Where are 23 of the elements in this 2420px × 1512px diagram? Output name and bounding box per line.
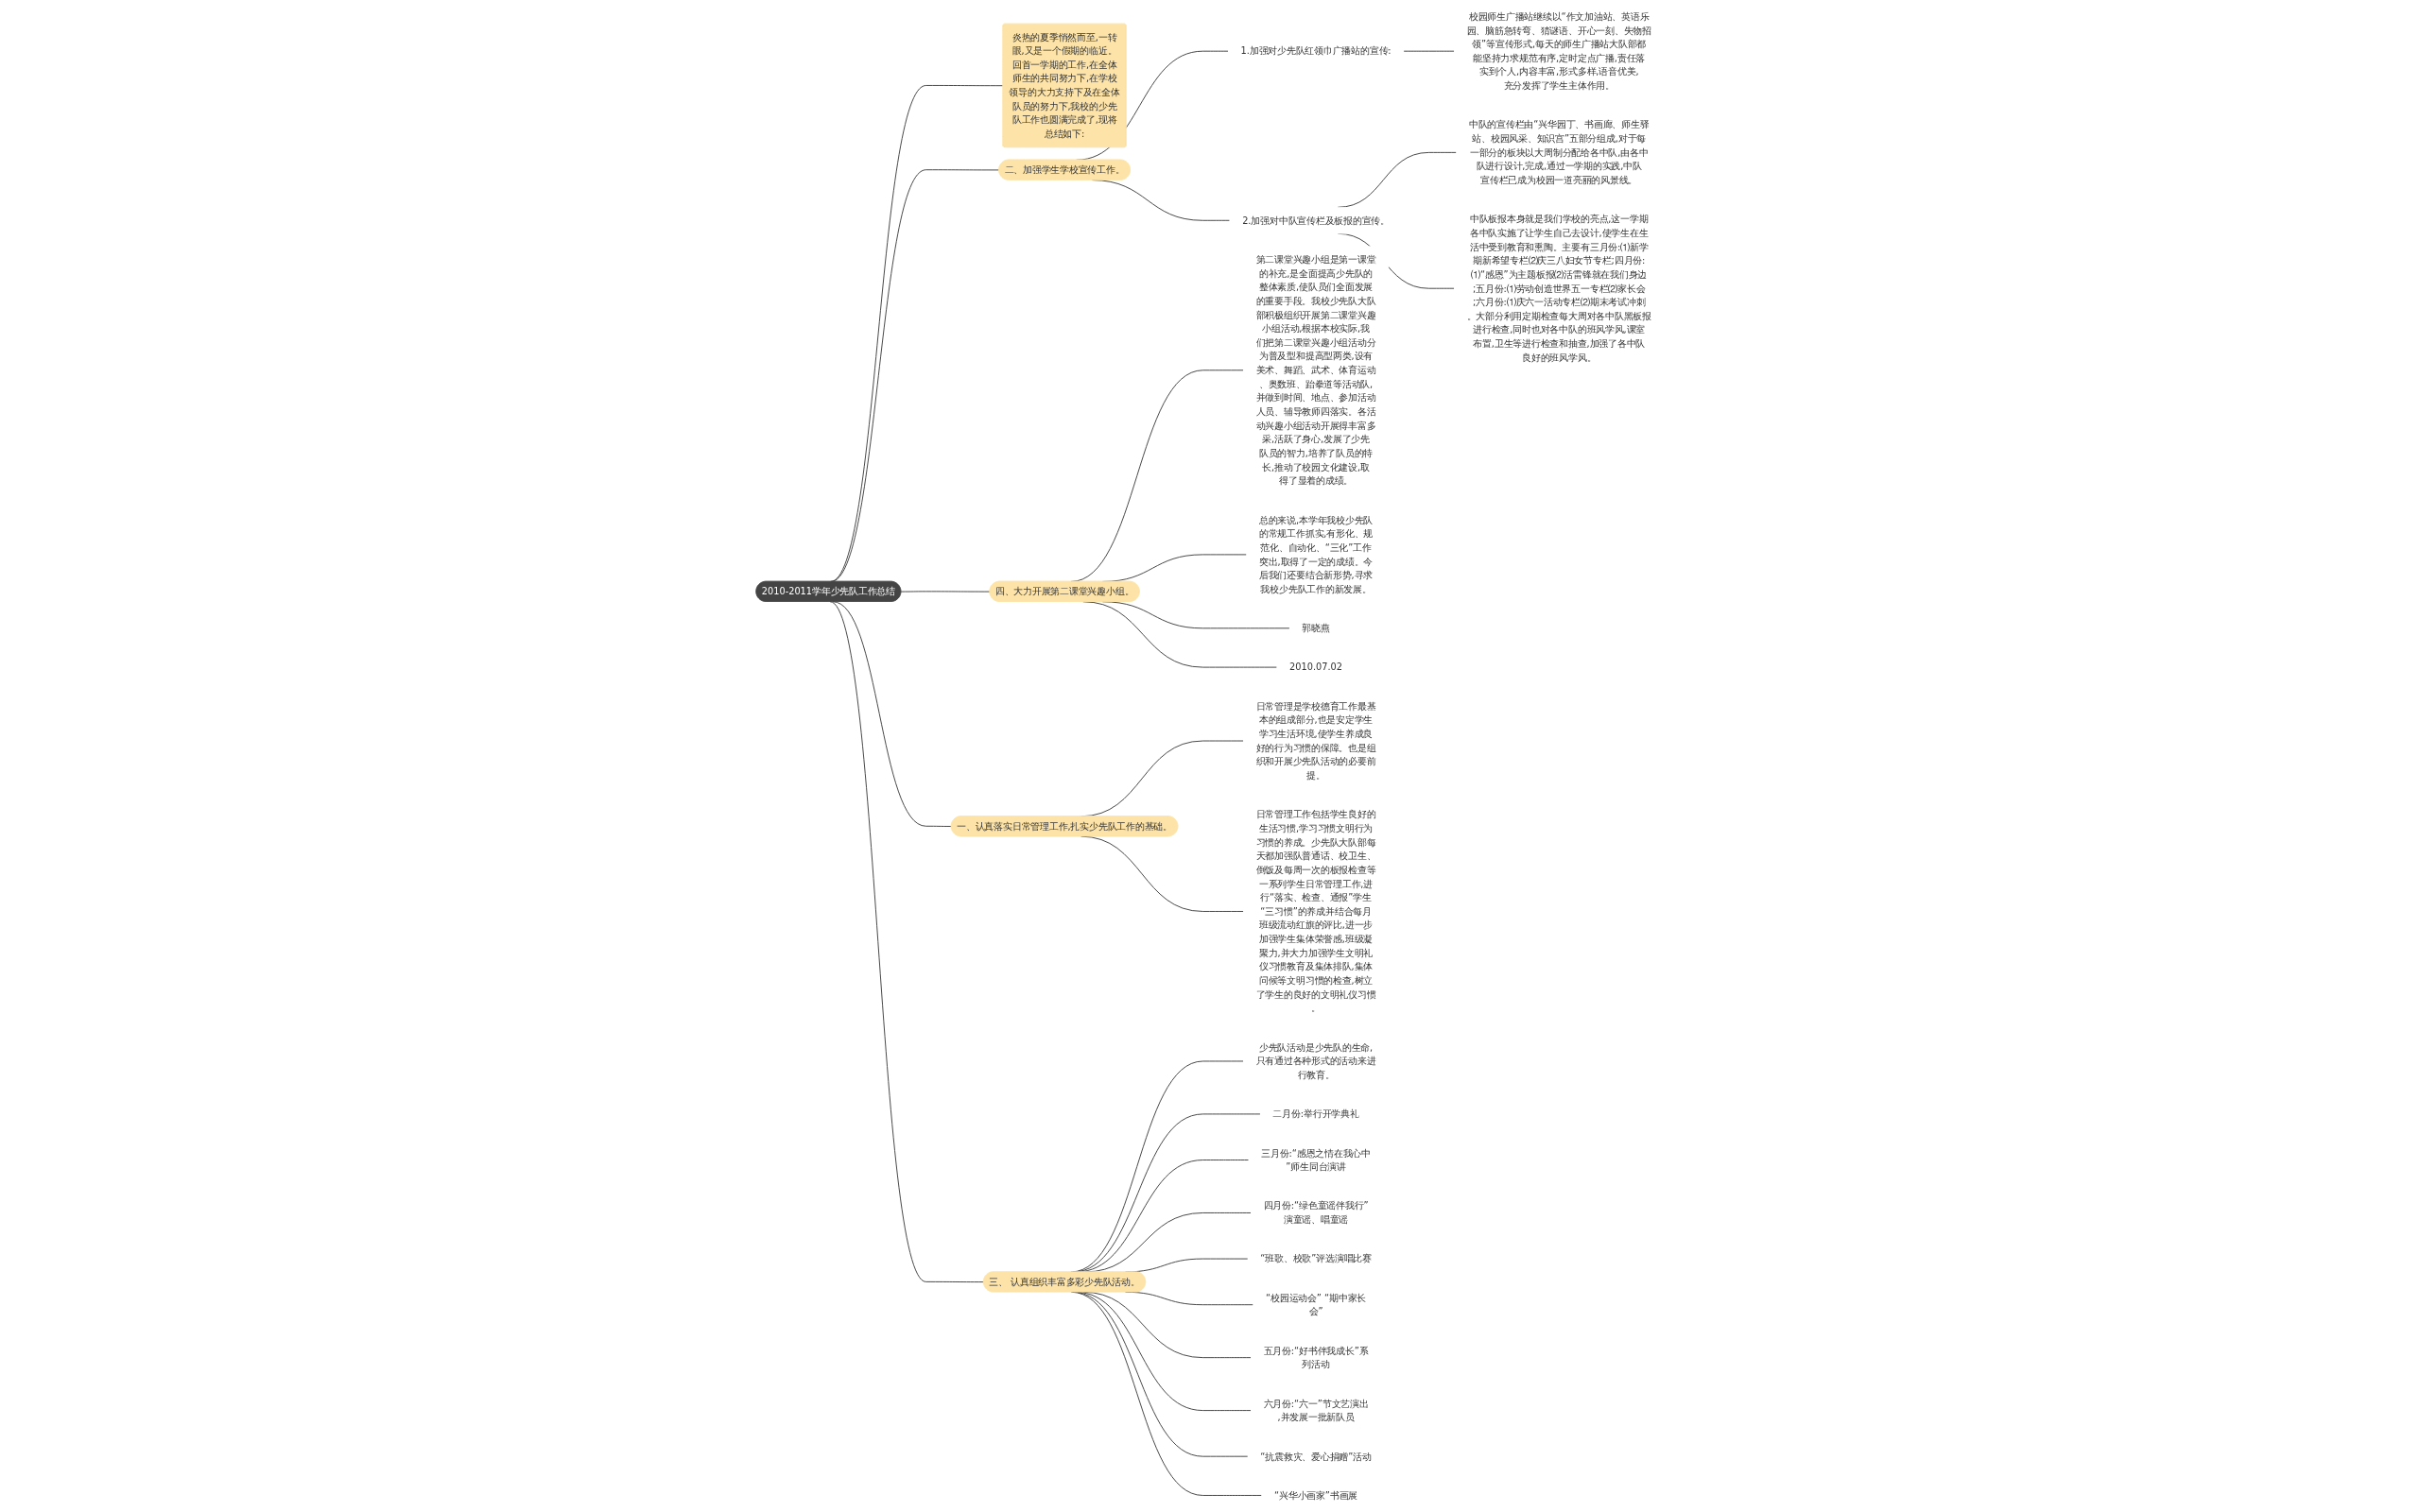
node-text: 第二课堂兴趣小组是第一课堂的补充,是全面提高少先队的整体素质,使队员们全面发展的重要手段。我校少先队大队部积极组织开展第二课堂兴趣小组活动,根据本校实际,我们把第二课堂兴趣小组活动分为普及型和提高型两类,设有美术、舞蹈、武术、体育运动、奥数班、跆拳道等活动队,并做到时间、地点、参加活动人员、辅导教师四落实。各活动兴趣小组活动开展得丰富多采,活跃了身心,发展了少先队员的智力,培养了队员的特长,推动了校园文化建设,取得了显着的成绩。	[1255, 254, 1376, 487]
node-text: 五月份:“好书伴我成长”系列活动	[1263, 1345, 1369, 1370]
node-text: 1.加强对少先队红领巾广播站的宣传:	[1240, 45, 1392, 57]
node-text: 中队的宣传栏由“兴华园丁、书画廊、师生驿站、校园风采、知识宫”五部分组成,对于每一部分的板块以大周制分配给各中队,由各中队进行设计,完成,通过一学期的实践,中队宣传栏已成为校园一道亮丽的风景线。	[1468, 119, 1650, 186]
node-text: “兴华小画家”书画展	[1273, 1489, 1358, 1502]
node-text: 少先队活动是少先队的生命,只有通过各种形式的活动来进行教育。	[1255, 1041, 1376, 1081]
connector	[1403, 50, 1455, 52]
node-text: 三月份:“感恩之情在我心中”师生同台演讲	[1261, 1147, 1371, 1173]
node-text: 校园师生广播站继续以“作文加油站、英语乐园、脑筋急转弯、猜谜语、开心一刻、失物招领”等宣传形式,每天的师生广播站大队部都能坚持力求规范有序,定时定点广播,责任落实到个人,内容丰富,形式多样,语音优美,充分发挥了学生主体作用。	[1466, 10, 1651, 92]
node-text: 六月份:“六一”节文艺演出,并发展一批新队员	[1263, 1398, 1369, 1423]
node-text: “班歌、校歌”评选演唱比赛	[1260, 1253, 1372, 1264]
node-text: “抗震救灾、爱心捐赠”活动	[1260, 1451, 1372, 1462]
node-text: 四月份:“绿色童谣伴我行”演童谣、唱童谣	[1263, 1200, 1369, 1226]
node-text: 日常管理工作包括学生良好的生活习惯,学习习惯文明行为习惯的养成。少先队大队部每天都加强队普通话、校卫生、倒饭及每周一次的板报检查等一系列学生日常管理工作,进行“落实、检查、通报”学生“三习惯”的养成并结合每月班级流动红旗的评比,进一步加强学生集体荣誉感,班级凝聚力,并大力加强学生文明礼仪习惯教育及集体排队,集体问候等文明习惯的检查,树立了学生的良好的文明礼仪习惯。	[1255, 809, 1376, 1014]
node-text: 中队板报本身就是我们学校的亮点,这一学期各中队实施了让学生自己去设计,使学生在生活中受到教育和熏陶。主要有三月份:⑴新学期新希望专栏⑵庆三八妇女节专栏;四月份:⑴“感恩”为主题板报⑵活雷锋就在我们身边;五月份:⑴劳动创造世界五一专栏⑵家长会;六月份:⑴庆六一活动专栏⑵期末考试冲刺。大部分利用定期检查每大周对各中队黑板报进行检查,同时也对各中队的班风学风,课室布置,卫生等进行检查和抽查,加强了各中队良好的班风学风。	[1466, 214, 1651, 364]
node-text: 二月份:举行开学典礼	[1272, 1108, 1359, 1120]
node-text: 总的来说,本学年我校少先队的常规工作抓实,有形化、规范化、自动化、“三化”工作突出,取得了一定的成绩。今后我们还要结合新形势,寻求我校少先队工作的新发展。	[1258, 514, 1374, 595]
node-text: 2010.07.02	[1289, 662, 1343, 673]
node-text: “校园运动会” “期中家长会”	[1265, 1292, 1367, 1317]
node-text: 日常管理是学校德育工作最基本的组成部分,也是安定学生学习生活环境,使学生养成良好的行为习惯的保障。也是组织和开展少先队活动的必要前提。	[1255, 700, 1376, 782]
node-text: 2.加强对中队宣传栏及板报的宣传。	[1242, 215, 1390, 226]
node-text: 郭晓燕	[1302, 623, 1330, 634]
connector	[900, 591, 991, 593]
